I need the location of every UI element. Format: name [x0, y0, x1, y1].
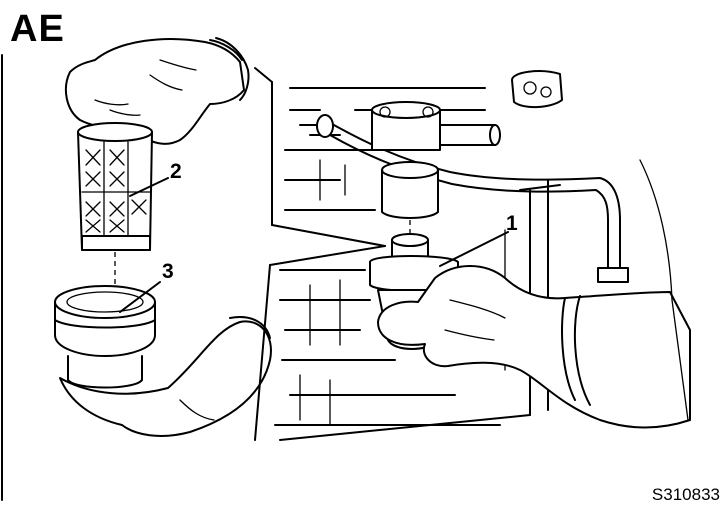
leader-line-2	[129, 177, 169, 197]
leader-line-1	[439, 231, 509, 267]
background-contour	[639, 159, 689, 421]
reference-code: S310833	[651, 485, 720, 504]
callout-3: 3	[162, 260, 174, 283]
mounting-bracket	[511, 70, 563, 108]
figure-title: AE	[10, 8, 65, 50]
zoom-line-lower-diag	[269, 245, 386, 266]
zoom-line-lower	[254, 264, 271, 441]
lower-gloved-hand	[59, 316, 272, 437]
strainer-element	[77, 122, 153, 251]
filter-head	[371, 101, 501, 219]
zoom-line-upper-top	[254, 67, 273, 83]
callout-2: 2	[170, 160, 182, 183]
zoom-line-upper-diag	[271, 224, 386, 247]
upper-gloved-hand	[64, 37, 250, 145]
callout-1: 1	[506, 212, 518, 235]
leader-line-3	[119, 281, 161, 313]
right-gloved-hand	[377, 265, 691, 429]
strainer-housing	[54, 285, 156, 389]
